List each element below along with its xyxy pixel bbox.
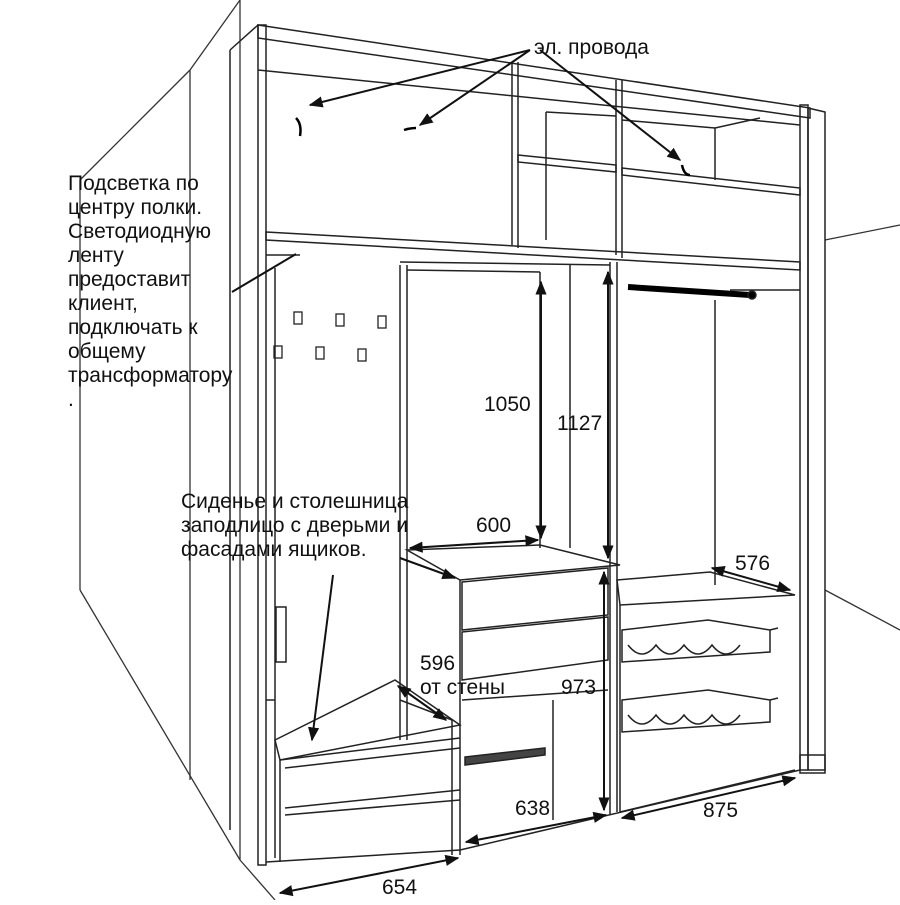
note-wall-offset: 596 от стены bbox=[420, 652, 505, 699]
dim-table-width-line bbox=[408, 535, 540, 553]
seat-pointers bbox=[308, 557, 457, 742]
dim-width-middle-line bbox=[464, 811, 608, 846]
dim-mirror-height: 1050 bbox=[484, 393, 531, 416]
room-outline bbox=[79, 0, 900, 901]
dim-wall-offset-line bbox=[396, 685, 448, 721]
note-seat: Сиденье и столешница заподлицо с дверьми… bbox=[181, 490, 409, 561]
door-handle bbox=[275, 606, 287, 663]
dim-table-width: 600 bbox=[476, 514, 511, 537]
lighting-pointer bbox=[231, 253, 297, 293]
dim-width-left-line bbox=[278, 854, 460, 897]
wire-stubs bbox=[295, 117, 691, 177]
dim-shelf-depth-line bbox=[710, 566, 792, 592]
dim-width-right: 875 bbox=[703, 799, 738, 822]
dim-width-right-line bbox=[620, 775, 797, 821]
coat-hooks bbox=[273, 311, 387, 362]
note-wires: эл. провода bbox=[534, 36, 649, 59]
dimension-lines bbox=[278, 270, 797, 897]
dimension-labels: 1050 1127 600 576 973 654 638 875 bbox=[382, 393, 770, 899]
note-lighting: Подсветка по центру полки. Светодиодную … bbox=[68, 172, 233, 411]
dim-niche-height: 1127 bbox=[557, 412, 602, 435]
dim-table-height: 973 bbox=[561, 676, 596, 699]
dim-shelf-depth: 576 bbox=[735, 552, 770, 575]
dim-width-middle: 638 bbox=[515, 797, 550, 820]
wire-arrows bbox=[308, 49, 682, 161]
cabinet-carcass bbox=[229, 24, 826, 866]
dim-width-left: 654 bbox=[382, 876, 417, 899]
